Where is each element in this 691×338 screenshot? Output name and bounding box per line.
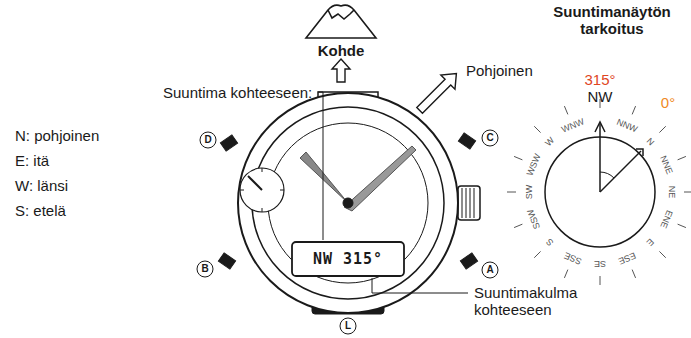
compass-point: ESE (617, 250, 637, 265)
target-arrow (332, 59, 350, 82)
north-arrow-shape (413, 67, 464, 118)
north-arrow (413, 67, 464, 118)
compass-point: W (544, 136, 556, 148)
compass-tick (678, 224, 686, 227)
watch-dial (268, 123, 428, 283)
sub-dial-marks (240, 168, 284, 212)
compass-tick (514, 156, 522, 159)
compass-point: NNW (616, 118, 639, 135)
target-label: Kohde (318, 42, 365, 59)
button-letter: B (201, 264, 208, 274)
north-pointer (600, 151, 641, 192)
legend-text: S: etelä (15, 202, 66, 219)
compass-point: S (544, 237, 555, 248)
sub-dial-hand (248, 176, 262, 190)
compass-point: SSW (526, 208, 542, 230)
mountain-outline (306, 5, 376, 38)
watch (197, 92, 498, 334)
compass-tick (564, 270, 567, 278)
button-letter-ring (482, 130, 498, 146)
compass-point: SE (594, 259, 606, 268)
compass-tick (659, 251, 665, 257)
watch-bezel (252, 107, 444, 299)
button-d (220, 135, 237, 151)
legend-text: E: itä (15, 152, 49, 169)
compass-tick (632, 106, 635, 114)
compass-point: NE (667, 186, 676, 199)
hand-pivot (343, 198, 353, 208)
watch-case (238, 93, 458, 313)
compass-pointer-hand (344, 146, 416, 211)
angle-arc (600, 172, 614, 178)
north-arrowhead (636, 149, 643, 156)
north-degrees: 0° (661, 94, 675, 111)
crown-knurl (462, 188, 474, 218)
compass-point: ENE (658, 209, 673, 230)
compass-tick (564, 106, 567, 114)
button-letter-ring (482, 262, 498, 278)
bearing-arrowhead (595, 122, 605, 132)
button-letter-ring (340, 318, 356, 334)
north-label: Pohjoinen (466, 62, 533, 79)
compass-tick (600, 276, 601, 285)
legend-text: N: pohjoinen (15, 127, 99, 144)
button-letter: C (486, 133, 493, 143)
legend-text: W: länsi (15, 177, 68, 194)
compass-tick (632, 270, 635, 278)
compass-point: WNW (560, 118, 585, 135)
compass-tick (534, 251, 540, 257)
panel-title: Suuntimanäytön tarkoitus (537, 3, 687, 37)
compass-tick (514, 224, 522, 227)
compass-tick (534, 126, 540, 132)
button-letter: D (204, 135, 211, 145)
leader-line (372, 278, 468, 293)
button-letter: L (345, 321, 351, 331)
sub-dial (240, 168, 284, 212)
lcd-window (292, 242, 404, 276)
compass-point: SW (525, 185, 534, 200)
bearing-degrees: 315° (584, 71, 615, 88)
compass-tick (659, 126, 665, 132)
hour-hand (300, 152, 348, 203)
callout-label: Suuntimakulma kohteeseen (474, 284, 614, 318)
bearing-pointer (599, 124, 601, 192)
compass-tick (684, 192, 691, 193)
compass-tick (678, 156, 686, 159)
button-b (218, 253, 235, 269)
lcd-readout: NW 315° (313, 251, 383, 268)
compass-ticks (507, 99, 691, 285)
callout-label: Suuntima kohteeseen: (163, 84, 312, 101)
leader-line (318, 92, 323, 240)
compass-point: N (645, 136, 656, 147)
compass-point: SSE (563, 250, 583, 265)
button-letter-ring (200, 132, 216, 148)
compass-rose (507, 99, 691, 285)
bearing-direction: NW (588, 88, 613, 105)
button-c (458, 133, 475, 149)
crown (458, 186, 480, 220)
button-a (460, 253, 477, 269)
compass-tick (507, 192, 516, 193)
compass-point: NNE (658, 154, 674, 175)
compass-point: E (645, 237, 656, 248)
button-letter: A (486, 265, 493, 275)
mountain-icon (306, 5, 376, 38)
button-letter-ring (197, 261, 213, 277)
snow-line (328, 10, 354, 19)
compass-point: WSW (526, 152, 543, 177)
